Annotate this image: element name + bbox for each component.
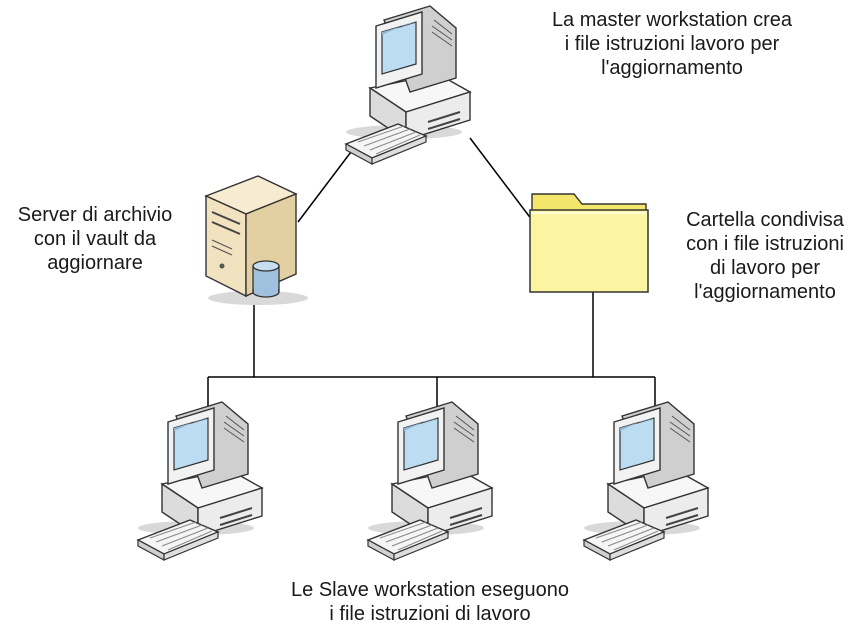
slave-workstation-icon bbox=[367, 401, 493, 561]
slave-workstations-label: Le Slave workstation eseguono i file ist… bbox=[245, 578, 615, 626]
archive-server-icon bbox=[204, 175, 308, 305]
shared-folder-label: Cartella condivisa con i file istruzioni… bbox=[670, 208, 860, 304]
archive-server-label: Server di archivio con il vault da aggio… bbox=[0, 203, 190, 275]
line-master-folder bbox=[469, 137, 533, 221]
master-label-line-3: l'aggiornamento bbox=[601, 57, 743, 79]
folder-label-line-3: di lavoro per bbox=[709, 257, 821, 279]
master-workstation-label: La master workstation crea i file istruz… bbox=[522, 8, 822, 80]
server-label-line-2: con il vault da bbox=[33, 228, 157, 250]
slave-workstation-icon bbox=[583, 401, 709, 561]
line-master-server bbox=[297, 139, 361, 223]
master-label-line-2: i file istruzioni lavoro per bbox=[564, 33, 780, 55]
folder-label-line-2: con i file istruzioni bbox=[686, 233, 844, 255]
shared-folder-icon bbox=[529, 193, 649, 293]
server-label-line-3: aggiornare bbox=[47, 252, 143, 274]
slave-workstation-icon bbox=[137, 401, 263, 561]
folder-label-line-1: Cartella condivisa bbox=[686, 209, 844, 231]
slaves-label-line-2: i file istruzioni di lavoro bbox=[329, 603, 531, 625]
master-label-line-1: La master workstation crea bbox=[551, 9, 793, 31]
master-workstation-icon bbox=[345, 5, 471, 165]
connection-lines bbox=[207, 137, 656, 410]
server-label-line-1: Server di archivio bbox=[17, 204, 173, 226]
folder-label-line-4: l'aggiornamento bbox=[694, 281, 836, 303]
slaves-label-line-1: Le Slave workstation eseguono bbox=[291, 579, 569, 601]
